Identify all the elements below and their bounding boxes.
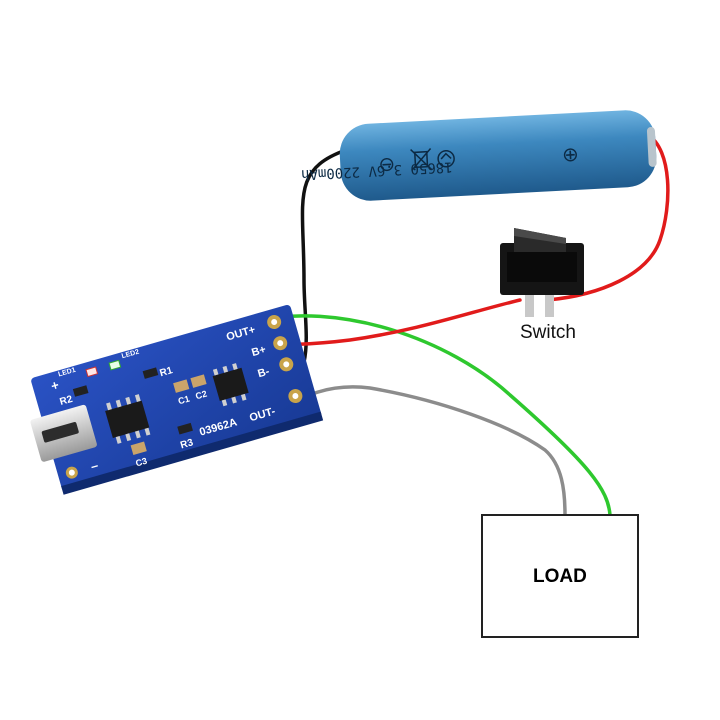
rocker-switch[interactable] (500, 228, 584, 317)
mount-hole (68, 469, 75, 476)
switch-label: Switch (520, 322, 576, 343)
protection-ic (212, 363, 249, 407)
battery-label: 18650 3.6V 2200mAh (301, 158, 453, 182)
battery-plus-symbol: ⊕ (562, 144, 580, 167)
capacitor-c2 (190, 374, 207, 388)
charger-board: OUT+ B+ B- OUT- 03962A + – R1 R2 R3 C1 C… (30, 304, 324, 495)
load-label: LOAD (533, 566, 587, 587)
green-wire (248, 314, 612, 517)
silk-minus: – (89, 457, 100, 473)
recycle-icon (437, 149, 455, 168)
no-bin-icon (410, 148, 433, 172)
load-box (481, 514, 639, 638)
silk-r1: R1 (159, 365, 175, 379)
capacitor-c1 (173, 379, 190, 393)
silk-c1: C1 (177, 394, 191, 407)
led-1 (85, 366, 99, 378)
silk-r3: R3 (179, 437, 195, 451)
silk-r2: R2 (59, 394, 75, 408)
resistor-r1 (142, 367, 159, 379)
terminal-b-minus-label: B- (256, 365, 271, 380)
capacitor-c3 (130, 441, 147, 455)
silk-c3: C3 (134, 456, 148, 469)
silk-c2: C2 (194, 389, 208, 402)
battery: ⊖ ⊕ 18650 3.6V 2200mAh (301, 110, 657, 201)
gray-wire (280, 385, 567, 517)
terminal-b-plus-label: B+ (250, 344, 267, 359)
silk-led2: LED2 (121, 349, 140, 361)
charger-ic (105, 394, 151, 444)
red-wire-battery-to-switch (546, 133, 670, 302)
led-2 (108, 359, 122, 371)
silk-led1: LED1 (57, 367, 76, 379)
terminal-pads (267, 315, 303, 404)
micro-usb-port[interactable] (30, 404, 98, 462)
resistor-r2 (72, 385, 89, 397)
battery-minus-symbol: ⊖ (378, 153, 396, 176)
resistor-r3 (177, 422, 193, 435)
silk-plus: + (49, 377, 61, 394)
